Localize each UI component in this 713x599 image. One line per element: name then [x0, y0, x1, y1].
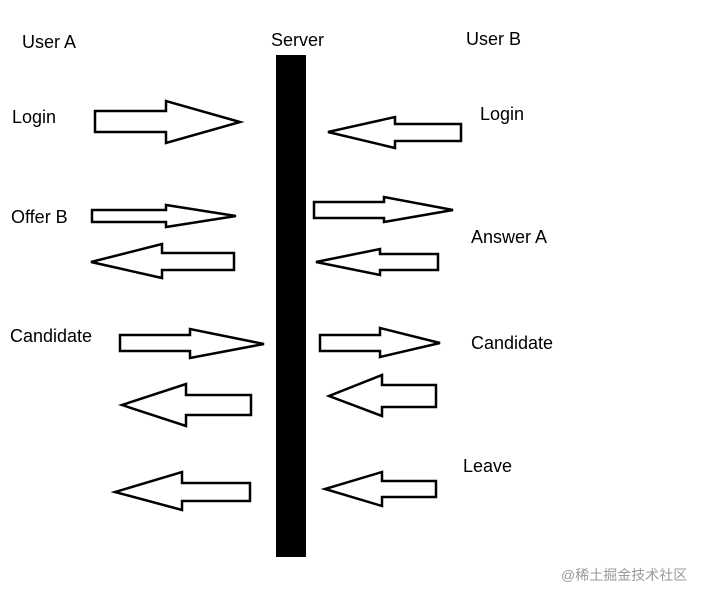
arrow-server-to-a-answer [90, 242, 236, 280]
user-a-candidate-label: Candidate [10, 326, 93, 346]
arrow-b-leave-to-server [320, 470, 438, 508]
arrow-a-candidate-to-server [118, 327, 265, 360]
watermark: @稀土掘金技术社区 [561, 567, 688, 583]
user-b-leave-label: Leave [463, 456, 513, 476]
user-a-login-label: Login [12, 107, 57, 127]
arrow-a-login-to-server [93, 99, 245, 145]
user-a-label: User A [22, 32, 77, 52]
arrow-server-to-b-offer [312, 195, 454, 224]
user-b-answer-label: Answer A [471, 227, 548, 247]
server-label: Server [271, 30, 325, 50]
arrow-server-to-a-candidate [117, 382, 253, 428]
user-b-login-label: Login [480, 104, 525, 124]
server-lifeline [276, 55, 306, 557]
arrow-b-login-to-server [327, 115, 463, 150]
arrow-server-to-b-candidate [318, 326, 441, 359]
user-b-label: User B [466, 29, 522, 49]
arrow-b-answer-to-server [315, 247, 440, 277]
user-b-candidate-label: Candidate [471, 333, 554, 353]
arrow-b-candidate-to-server [325, 373, 438, 418]
arrow-a-offer-to-server [90, 203, 237, 229]
user-a-offer-label: Offer B [11, 207, 68, 227]
arrow-server-to-a-leave [110, 470, 252, 512]
